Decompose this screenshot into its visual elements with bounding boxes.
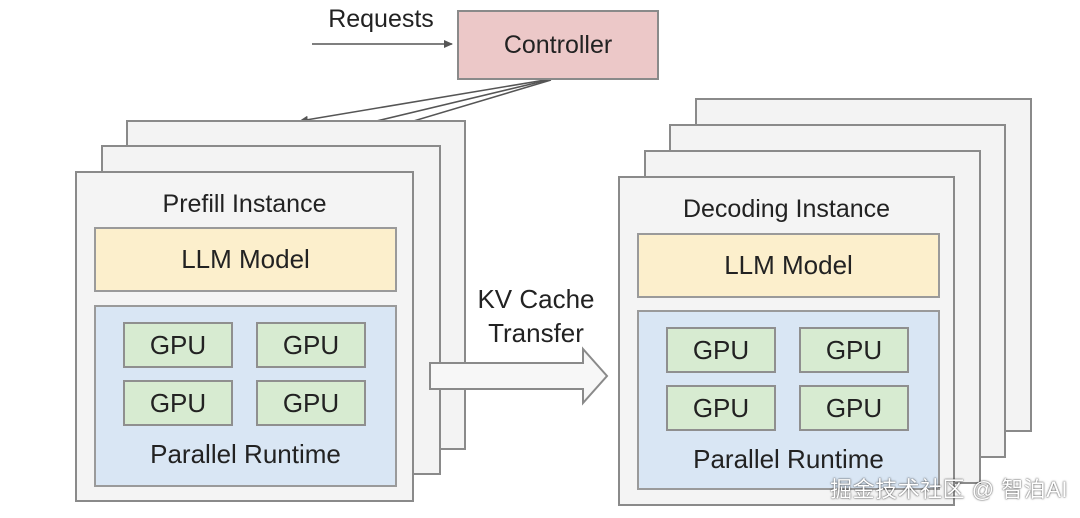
prefill-gpu-1-label: GPU	[149, 329, 207, 360]
kv-transfer-line2: Transfer	[488, 318, 584, 348]
decoding-gpu-3-label: GPU	[692, 392, 750, 423]
decoding-gpu-3: GPU	[666, 385, 776, 431]
prefill-gpu-2: GPU	[256, 322, 366, 368]
controller-box: Controller	[457, 10, 659, 80]
prefill-gpu-4-label: GPU	[282, 387, 340, 418]
decoding-llm-model: LLM Model	[637, 233, 940, 298]
decoding-gpu-4: GPU	[799, 385, 909, 431]
decoding-parallel-runtime: GPU GPU GPU GPU Parallel Runtime	[637, 310, 940, 490]
decoding-instance: Decoding Instance LLM Model GPU GPU GPU …	[618, 176, 955, 506]
dispatch-arrow-1	[299, 79, 546, 124]
decoding-gpu-1-label: GPU	[692, 334, 750, 365]
prefill-llm-model-label: LLM Model	[181, 244, 310, 274]
decoding-llm-model-label: LLM Model	[724, 250, 853, 280]
prefill-gpu-1: GPU	[123, 322, 233, 368]
prefill-gpu-3: GPU	[123, 380, 233, 426]
prefill-gpu-2-label: GPU	[282, 329, 340, 360]
prefill-runtime-label: Parallel Runtime	[150, 439, 341, 469]
decoding-gpu-4-label: GPU	[825, 392, 883, 423]
prefill-instance: Prefill Instance LLM Model GPU GPU GPU G…	[75, 171, 414, 502]
requests-label: Requests	[328, 5, 434, 33]
prefill-parallel-runtime: GPU GPU GPU GPU Parallel Runtime	[94, 305, 397, 487]
decoding-runtime-label: Parallel Runtime	[693, 444, 884, 474]
kv-transfer-line1: KV Cache	[477, 284, 595, 314]
prefill-instance-title: Prefill Instance	[162, 190, 327, 218]
decoding-instance-title: Decoding Instance	[682, 195, 891, 223]
decoding-gpu-1: GPU	[666, 327, 776, 373]
watermark-text: 掘金技术社区 @ 智泊AI	[830, 477, 1068, 502]
prefill-gpu-3-label: GPU	[149, 387, 207, 418]
kv-transfer-label: KV Cache Transfer	[455, 282, 617, 350]
prefill-llm-model: LLM Model	[94, 227, 397, 292]
decoding-gpu-2-label: GPU	[825, 334, 883, 365]
decoding-gpu-2: GPU	[799, 327, 909, 373]
prefill-gpu-4: GPU	[256, 380, 366, 426]
controller-label: Controller	[503, 30, 613, 59]
